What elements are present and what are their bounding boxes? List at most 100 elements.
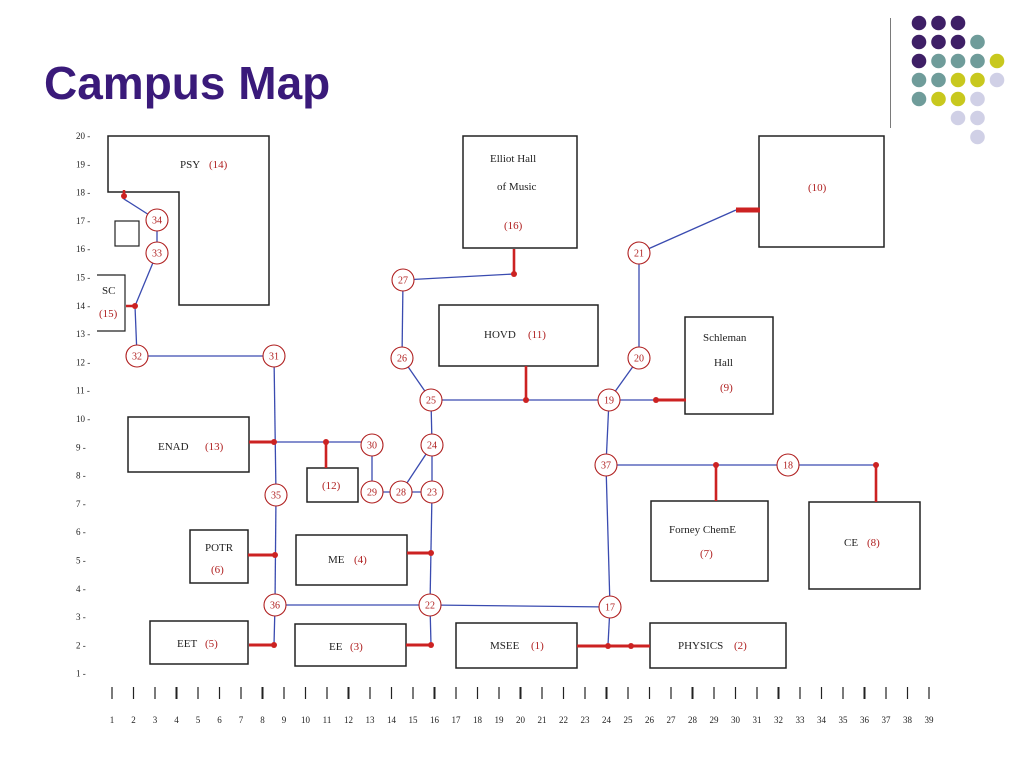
x-axis-label: 28	[688, 715, 698, 725]
building-eet-name: EET	[177, 638, 197, 650]
building-forney-cheme[interactable]	[650, 500, 769, 582]
y-axis-label: 12 -	[76, 357, 90, 367]
building-elliot-hall[interactable]	[462, 135, 578, 249]
walkway-paths	[123, 193, 876, 646]
building-schleman-hall[interactable]	[684, 316, 774, 415]
building-hovd[interactable]	[438, 304, 599, 367]
path-node-label: 17	[605, 603, 615, 614]
map-axes: 20 -19 -18 -17 -16 -15 -14 -13 -12 -11 -…	[76, 131, 934, 725]
y-axis-label: 1 -	[76, 669, 86, 679]
connector-point	[605, 643, 611, 649]
slide-title: Campus Map	[44, 57, 331, 109]
building-12[interactable]	[306, 467, 359, 503]
path-node-label: 25	[426, 396, 436, 407]
x-axis-label: 35	[839, 715, 849, 725]
building-potr-name: POTR	[205, 542, 234, 554]
decor-dot-purple	[950, 34, 966, 50]
building-ee-number: (3)	[350, 641, 363, 653]
path-node-21[interactable]	[627, 241, 651, 265]
x-axis-label: 33	[796, 715, 806, 725]
path-node-20[interactable]	[627, 346, 651, 370]
path-node-25[interactable]	[419, 388, 443, 412]
path-node-label: 27	[398, 276, 408, 287]
building-msee-name: MSEE	[490, 640, 520, 652]
path-node-26[interactable]	[390, 346, 414, 370]
building-ce[interactable]	[808, 501, 921, 590]
connector-point	[271, 642, 277, 648]
path-node-label: 20	[634, 354, 644, 365]
building-10[interactable]	[758, 135, 885, 248]
x-axis-label: 34	[817, 715, 827, 725]
building-me-number: (4)	[354, 554, 367, 566]
connector-point	[628, 643, 634, 649]
x-axis-label: 10	[301, 715, 311, 725]
connector-point	[653, 397, 659, 403]
path-node-label: 30	[367, 441, 377, 452]
path-node-label: 22	[425, 601, 435, 612]
path-node-18[interactable]	[776, 453, 800, 477]
building-physics-name: PHYSICS	[678, 640, 723, 652]
decor-dot-lavender	[950, 110, 966, 126]
building-10-number: (10)	[808, 182, 827, 194]
path-node-23[interactable]	[420, 480, 444, 504]
connector-point	[428, 642, 434, 648]
path-node-29[interactable]	[360, 480, 384, 504]
building-psy-name: PSY	[180, 159, 200, 171]
path-node-35[interactable]	[264, 483, 288, 507]
path-node-19[interactable]	[597, 388, 621, 412]
building-msee-number: (1)	[531, 640, 544, 652]
x-axis-label: 2	[131, 715, 136, 725]
building-sc[interactable]	[97, 274, 126, 332]
path-node-31[interactable]	[262, 344, 286, 368]
walkway-path	[402, 273, 515, 281]
building-me[interactable]	[295, 534, 408, 586]
x-axis-label: 15	[409, 715, 419, 725]
building-psy-number: (14)	[209, 159, 228, 171]
y-axis-label: 2 -	[76, 640, 86, 650]
building-schleman-line2: Hall	[714, 357, 733, 369]
path-node-30[interactable]	[360, 433, 384, 457]
buildings: PSY (14) SC (15) Elliot Hall of Music (1…	[97, 135, 921, 669]
y-axis-label: 7 -	[76, 499, 86, 509]
x-axis-label: 23	[581, 715, 591, 725]
path-node-17[interactable]	[598, 595, 622, 619]
building-psy[interactable]	[107, 135, 270, 306]
path-node-24[interactable]	[420, 433, 444, 457]
walkway-path	[429, 491, 433, 606]
building-schleman-line1: Schleman	[703, 332, 747, 344]
y-axis-label: 9 -	[76, 442, 86, 452]
building-eet[interactable]	[149, 620, 249, 665]
decor-dot-teal	[931, 53, 946, 69]
decor-dot-purple	[911, 34, 927, 50]
y-axis-label: 13 -	[76, 329, 90, 339]
path-node-37[interactable]	[594, 453, 618, 477]
building-physics-number: (2)	[734, 640, 747, 652]
path-node-28[interactable]	[389, 480, 413, 504]
building-eet-number: (5)	[205, 638, 218, 650]
path-node-32[interactable]	[125, 344, 149, 368]
y-axis-label: 17 -	[76, 216, 90, 226]
decor-dot-teal	[970, 34, 985, 50]
walkway-path	[638, 209, 737, 254]
decor-dot-lavender	[970, 110, 985, 126]
decor-dot-teal	[970, 53, 985, 69]
path-node-label: 31	[269, 352, 279, 363]
decor-dot-lavender	[989, 72, 1005, 88]
x-axis-label: 1	[110, 715, 115, 725]
decor-dot-purple	[911, 53, 927, 69]
y-axis-label: 8 -	[76, 471, 86, 481]
path-node-27[interactable]	[391, 268, 415, 292]
x-axis-label: 14	[387, 715, 397, 725]
path-node-label: 19	[604, 396, 614, 407]
y-axis-label: 20 -	[76, 131, 90, 141]
path-node-22[interactable]	[418, 593, 442, 617]
path-node-36[interactable]	[263, 593, 287, 617]
x-axis-label: 29	[710, 715, 720, 725]
path-node-33[interactable]	[145, 241, 169, 265]
walkway-path	[605, 464, 611, 608]
connector-point	[323, 439, 329, 445]
decor-dot-olive	[931, 91, 946, 107]
building-elliot-number: (16)	[504, 220, 523, 232]
building-enad[interactable]	[127, 416, 250, 473]
path-node-34[interactable]	[145, 208, 169, 232]
